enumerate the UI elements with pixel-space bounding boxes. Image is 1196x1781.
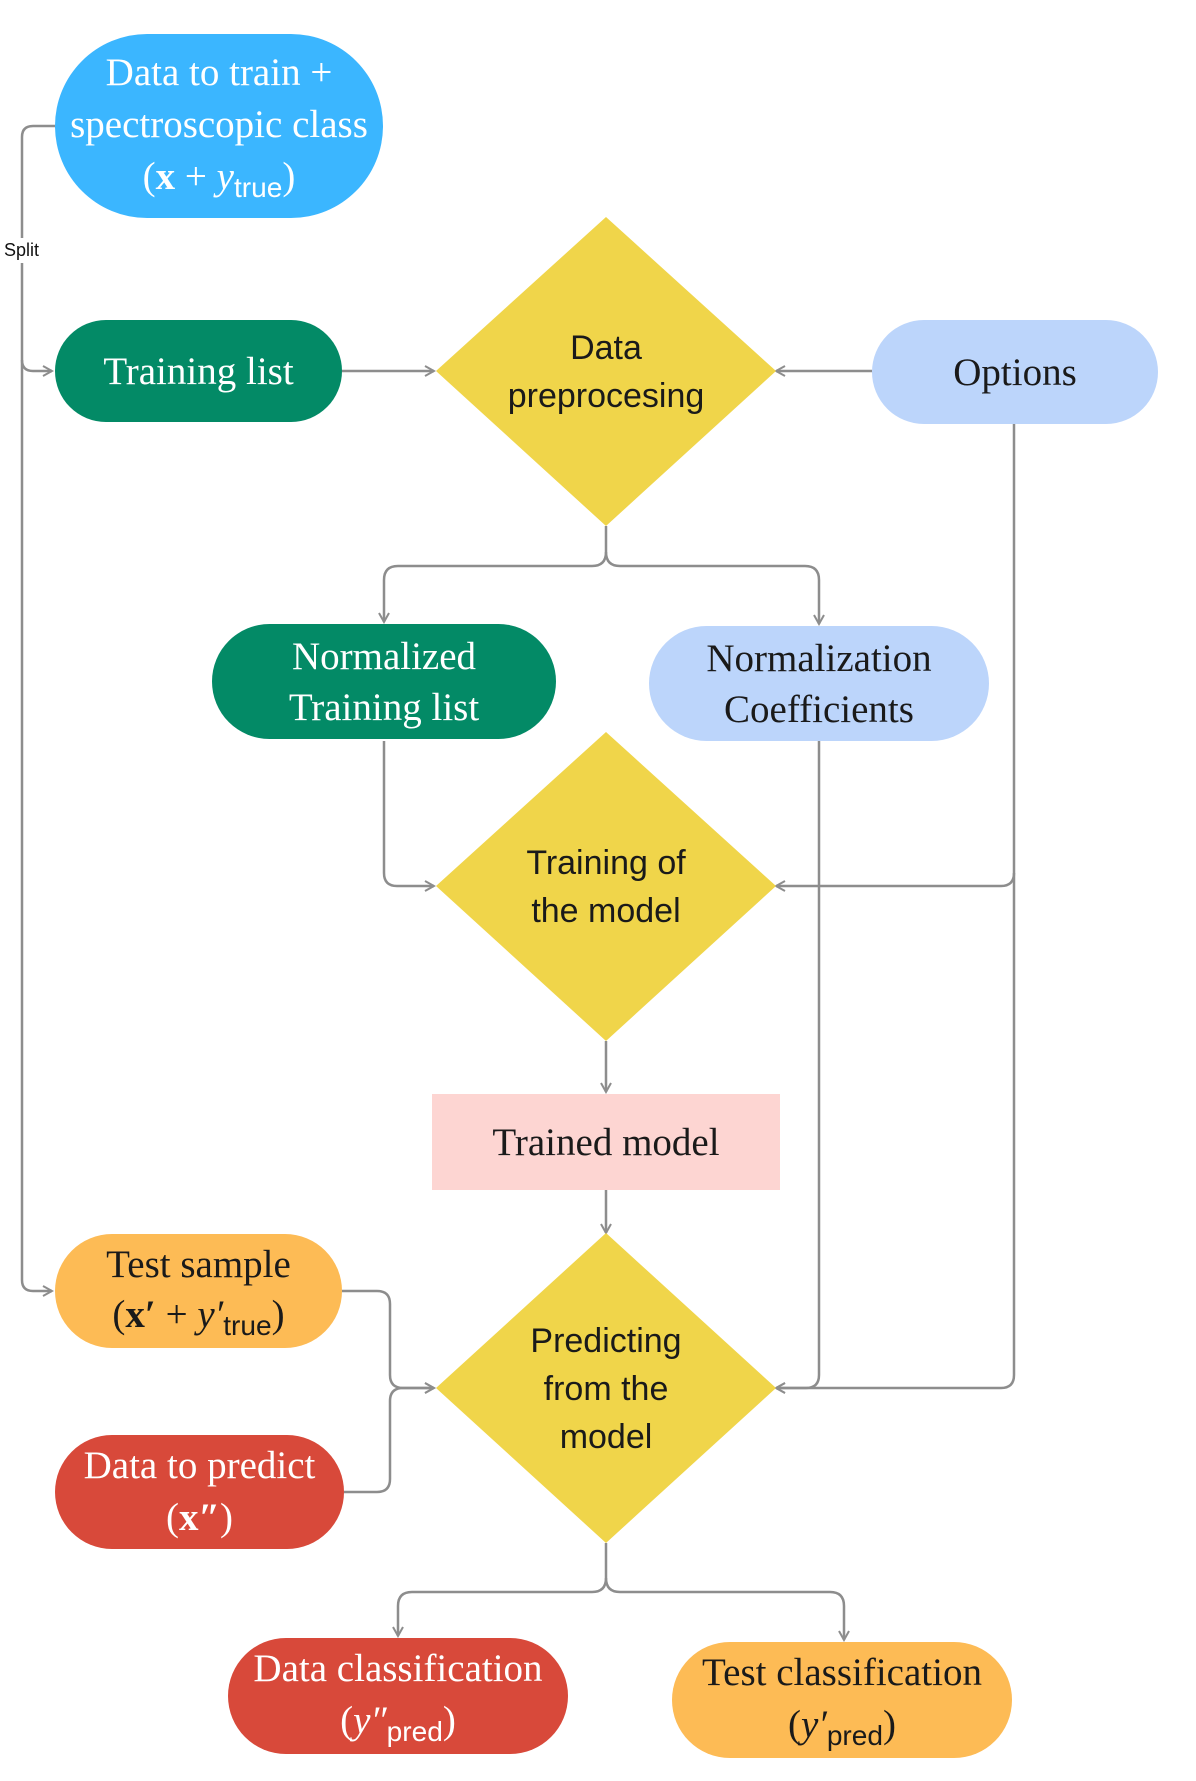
paren-open: ( [112, 1292, 126, 1336]
options-label: Options [953, 350, 1077, 394]
data-to-predict-node: Data to predict (x″) [55, 1435, 344, 1549]
paren-open: ( [787, 1702, 801, 1746]
paren-open: ( [142, 154, 156, 198]
normalized-line1: Normalized [291, 634, 477, 678]
test-classification-line1: Test classification [702, 1650, 982, 1694]
training-label: Training of the model [456, 825, 756, 949]
training-line2: the model [531, 892, 681, 930]
training-list-node: Training list [55, 320, 342, 422]
edge-predicting-to-data-classification [398, 1543, 608, 1636]
training-line1: Training of [526, 844, 686, 882]
training-diamond [436, 732, 776, 1041]
training-list-label: Training list [103, 349, 294, 393]
x-prime-symbol: x′ [125, 1292, 156, 1336]
test-classification-node: Test classification (y′pred) [672, 1642, 1012, 1758]
predicting-diamond [436, 1233, 776, 1543]
y-prime-symbol: y′ [197, 1292, 224, 1336]
edge-test-sample-to-predicting [342, 1289, 434, 1388]
coefficients-line2: Coefficients [724, 687, 914, 731]
options-node: Options [872, 320, 1158, 424]
data-to-predict-line2: (x″) [166, 1492, 233, 1544]
edge-normalized-to-training [382, 741, 434, 886]
data-classification-line1: Data classification [253, 1646, 543, 1690]
paren-open: ( [340, 1698, 354, 1742]
normalization-coefficients-node: Normalization Coefficients [649, 626, 989, 741]
pred-subscript: pred [826, 1720, 884, 1752]
normalized-training-list-node: Normalized Training list [212, 624, 556, 739]
x-symbol: x [155, 154, 176, 198]
data-to-train-line3: (x + ytrue) [143, 151, 296, 206]
preprocessing-line2: preprocesing [507, 377, 705, 415]
preprocessing-label: Data preprocesing [456, 310, 756, 434]
predicting-line3: model [559, 1418, 653, 1456]
paren-close: ) [883, 1702, 897, 1746]
pred-subscript: pred [386, 1716, 443, 1748]
predicting-label: Predicting from the model [456, 1314, 756, 1464]
predicting-line2: from the [543, 1370, 669, 1408]
plus-symbol: + [175, 154, 217, 198]
test-classification-line2: (y′pred) [788, 1699, 896, 1754]
edge-coefficients-to-predicting [776, 741, 821, 1388]
split-to-training-list [20, 359, 52, 371]
test-sample-node: Test sample (x′ + y′true) [55, 1234, 342, 1348]
true-subscript: true [223, 1310, 272, 1342]
plus-symbol: + [155, 1292, 198, 1336]
y-prime-symbol: y′ [800, 1702, 827, 1746]
split-trunk [20, 124, 55, 1291]
data-classification-line2: (y″pred) [340, 1695, 456, 1750]
edge-options-to-predicting [776, 873, 1016, 1388]
trained-model-node: Trained model [432, 1094, 780, 1190]
test-sample-line1: Test sample [106, 1242, 291, 1286]
data-to-train-node: Data to train + spectroscopic class (x +… [55, 34, 383, 218]
edge-data-to-predict-to-predicting [344, 1388, 434, 1494]
data-to-predict-line1: Data to predict [83, 1444, 316, 1487]
data-classification-node: Data classification (y″pred) [228, 1638, 568, 1754]
data-to-train-line2: spectroscopic class [70, 102, 368, 146]
paren-close: ) [442, 1698, 456, 1742]
x-double-prime-symbol: x″ [178, 1496, 221, 1539]
split-label: Split [4, 238, 40, 263]
edge-predicting-to-test-classification [604, 1577, 844, 1640]
test-sample-line2: (x′ + y′true) [112, 1290, 284, 1343]
predicting-line1: Predicting [530, 1322, 682, 1360]
paren-open: ( [165, 1496, 179, 1539]
y-symbol: y [216, 154, 234, 198]
paren-close: ) [282, 154, 296, 198]
trained-model-label: Trained model [492, 1120, 720, 1164]
coefficients-line1: Normalization [706, 636, 932, 680]
preprocessing-diamond [436, 217, 776, 526]
edge-preprocessing-to-coefficients [604, 551, 819, 624]
preprocessing-line1: Data [570, 329, 642, 367]
y-double-prime-symbol: y″ [353, 1698, 387, 1742]
paren-close: ) [220, 1496, 234, 1539]
data-to-train-line1: Data to train + [105, 50, 333, 94]
true-subscript: true [233, 172, 283, 204]
paren-close: ) [271, 1292, 285, 1336]
edge-preprocessing-to-normalized [384, 526, 608, 622]
normalized-line2: Training list [288, 685, 480, 729]
